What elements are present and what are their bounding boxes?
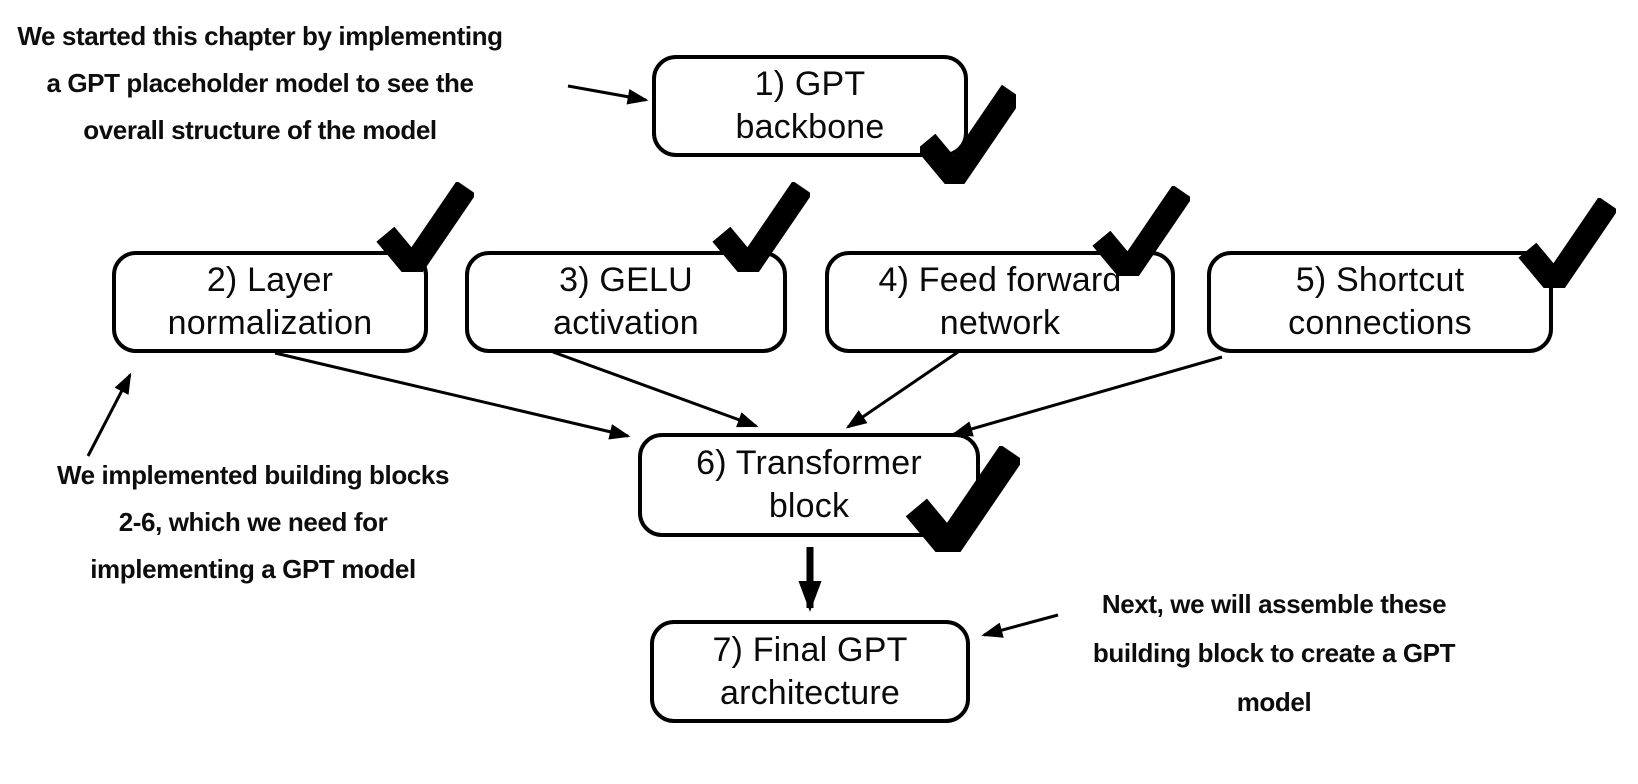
arrow-note3-to-box7 [981,613,1059,638]
annotation-line: implementing a GPT model [90,554,416,584]
annotation-line: Next, we will assemble these [1101,589,1447,619]
checkmark-icon [1092,186,1190,276]
annotation-line: We started this chapter by implementing [17,21,503,51]
node-label-line: connections [1288,304,1472,342]
annotation-line: model [1236,687,1312,717]
node-shortcut-connections: 5) Shortcut connections [1207,251,1553,353]
annotation-chapter-start: We started this chapter by implementing … [10,13,510,154]
annotation-building-blocks: We implemented building blocks 2-6, whic… [18,452,488,593]
node-label-line: 6) Transformer [696,444,922,482]
node-label-line: 1) GPT [754,65,866,103]
node-label-line: 7) Final GPT [712,630,908,669]
node-gelu-activation: 3) GELU activation [465,251,787,353]
checkmark-icon [920,84,1016,184]
arrow-note2-to-box2 [86,372,132,457]
node-layer-normalization: 2) Layer normalization [112,251,428,353]
node-final-gpt-architecture: 7) Final GPT architecture [650,620,970,723]
node-label-line: 5) Shortcut [1295,261,1465,299]
node-label-line: network [939,304,1061,342]
node-label-line: architecture [719,673,901,712]
annotation-line: a GPT placeholder model to see the [46,68,474,98]
node-label-line: 4) Feed forward [878,261,1122,299]
annotation-line: building block to create a GPT [1092,638,1456,668]
checkmark-icon [376,182,474,272]
checkmark-icon [1518,198,1616,288]
arrow-box4-to-box6 [845,350,959,429]
node-gpt-backbone: 1) GPT backbone [652,55,968,157]
annotation-line: 2-6, which we need for [118,507,388,537]
node-label-line: activation [553,304,699,342]
arrow-box5-to-box6 [951,355,1223,437]
annotation-line: overall structure of the model [83,115,437,145]
annotation-next-steps: Next, we will assemble these building bl… [1044,580,1504,727]
checkmark-icon [712,182,810,272]
arrow-note1-to-box1 [567,84,649,105]
node-label-line: 3) GELU [559,261,693,299]
arrow-box3-to-box6 [552,350,759,428]
node-label-line: 2) Layer [206,261,334,299]
checkmark-icon [906,446,1020,552]
node-label-line: backbone [735,108,885,146]
arrow-box2-to-box6 [274,351,631,440]
node-label-line: block [768,487,850,525]
annotation-line: We implemented building blocks [56,460,450,490]
node-label-line: normalization [167,304,373,342]
